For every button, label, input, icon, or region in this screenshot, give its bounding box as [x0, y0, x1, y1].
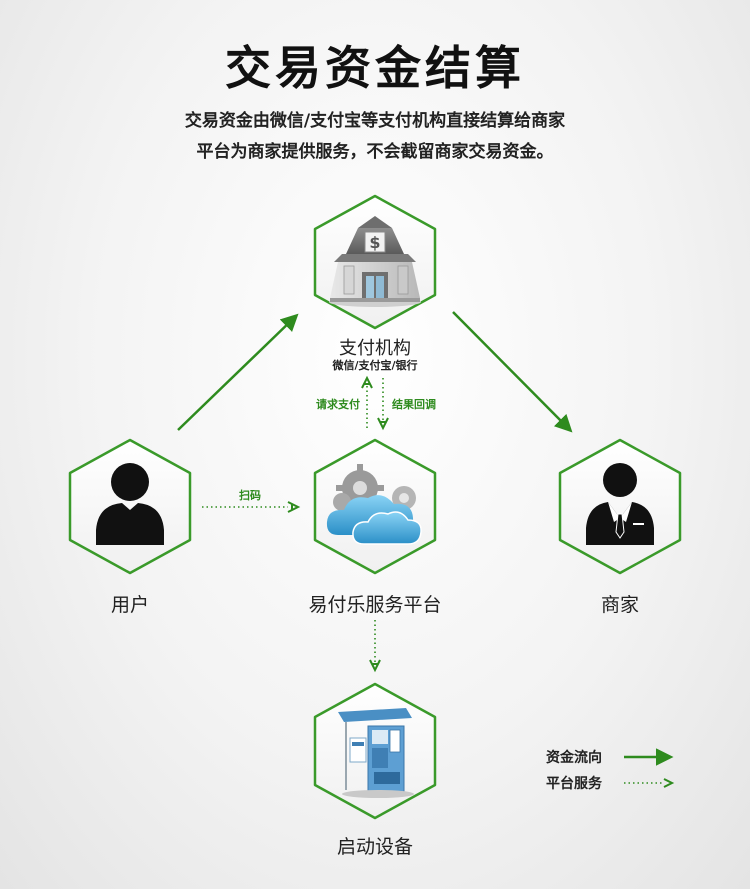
cloud-gears-icon: [326, 464, 422, 545]
svg-text:$: $: [369, 233, 380, 252]
description-line-2: 平台为商家提供服务，不会截留商家交易资金。: [196, 142, 554, 162]
businessman-icon: [586, 463, 654, 545]
description-line-1: 交易资金由微信/支付宝等支付机构直接结算给商家: [184, 111, 566, 131]
scan-label: 扫码: [239, 489, 261, 502]
device-label: 启动设备: [336, 836, 413, 858]
dotted-arrow-settlement-callback: [377, 378, 389, 431]
user-label: 用户: [110, 594, 149, 616]
bank-building-icon: $: [329, 216, 421, 307]
page-title: 交易资金结算: [225, 41, 525, 95]
arrow-user-to-payment: [177, 313, 299, 431]
dotted-arrow-platform-to-device: [369, 620, 381, 673]
hexagon-user: [68, 438, 192, 575]
legend-platform-service-label: 平台服务: [546, 776, 602, 792]
payment-institution-label: 支付机构: [339, 338, 411, 359]
merchant-label: 商家: [600, 594, 639, 616]
dotted-arrow-scan: [202, 501, 301, 513]
platform-label: 易付乐服务平台: [308, 594, 442, 616]
legend-fund-flow-label: 资金流向: [546, 750, 602, 766]
request-payment-label: 请求支付: [316, 398, 360, 411]
dotted-arrow-request-payment: [361, 375, 373, 428]
arrow-payment-to-merchant: [452, 311, 573, 433]
user-silhouette-icon: [96, 463, 164, 545]
legend-dotted-line: [624, 778, 675, 788]
hexagon-merchant: [558, 438, 682, 575]
settlement-callback-label: 结果回调: [392, 398, 436, 411]
payment-institution-sublabel: 微信/支付宝/银行: [332, 359, 418, 372]
vending-machine-icon: [338, 708, 414, 798]
